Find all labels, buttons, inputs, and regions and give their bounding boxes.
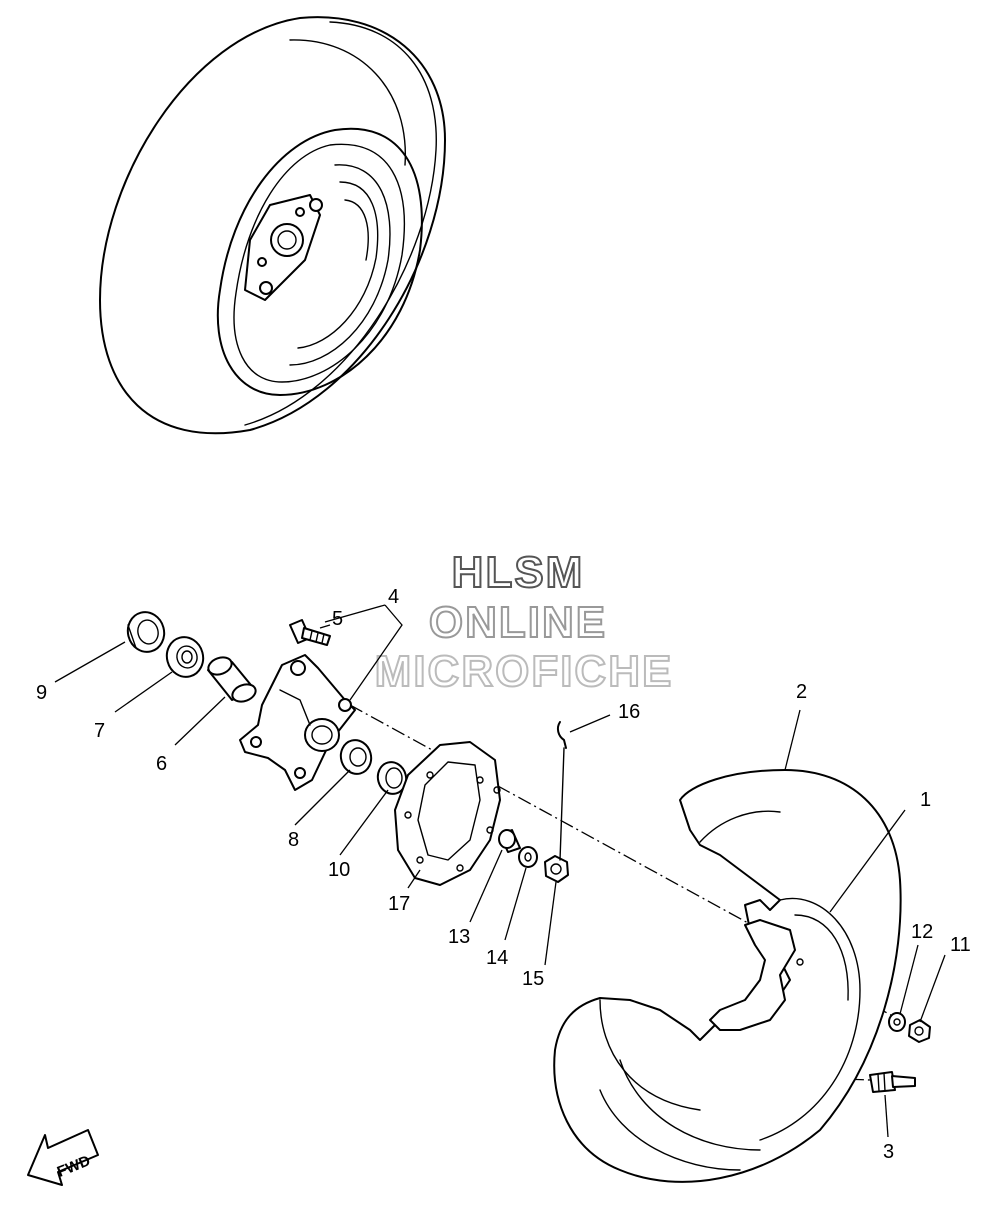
watermark-line-3: MICROFICHE	[375, 647, 674, 696]
callout-17: 17	[388, 893, 410, 915]
assembly-axis-line	[349, 704, 771, 936]
assembled-wheel-illustration	[99, 16, 446, 435]
collar-part-13	[498, 829, 521, 853]
callout-12: 12	[911, 921, 933, 943]
watermark-line-2: ONLINE	[429, 598, 607, 647]
callout-2: 2	[796, 681, 807, 703]
callout-15: 15	[522, 968, 544, 990]
callout-13: 13	[448, 926, 470, 948]
callout-9: 9	[36, 682, 47, 704]
tire-part-2	[553, 769, 902, 1183]
callout-7: 7	[94, 720, 105, 742]
washer-part-14	[518, 846, 538, 868]
oil-seal-part-9	[126, 611, 166, 653]
leader-lines	[54, 604, 946, 1138]
callout-1: 1	[920, 789, 931, 811]
arrow-icon	[27, 1129, 99, 1186]
callout-3: 3	[883, 1141, 894, 1163]
nut-part-15	[544, 855, 569, 883]
watermark-line-1: HLSM	[452, 548, 585, 597]
fwd-direction-arrow: FWD	[27, 1129, 99, 1186]
washer-part-12	[888, 1012, 906, 1032]
watermark: HLSM ONLINE MICROFICHE	[374, 547, 674, 697]
callout-6: 6	[156, 753, 167, 775]
bearing-part-8	[339, 739, 373, 775]
callout-14: 14	[486, 947, 508, 969]
callout-16: 16	[618, 701, 640, 723]
callout-5: 5	[332, 608, 343, 630]
callout-11: 11	[950, 934, 971, 956]
valve-part-3	[869, 1071, 916, 1093]
wheel-rim-part-1	[709, 919, 804, 1031]
callout-labels: 1 2 3 4 5 6 7 8 9 10 11 12 13 14 15 16 1…	[36, 586, 971, 1163]
nut-part-11	[908, 1019, 931, 1043]
brake-disc-part-17	[394, 741, 501, 886]
bolt-part-5	[289, 619, 331, 646]
cotter-pin-part-16	[556, 721, 567, 861]
callout-4: 4	[388, 586, 399, 608]
oil-seal-part-10	[376, 761, 408, 795]
front-hub-part-4	[239, 654, 356, 791]
spacer-part-6	[207, 656, 257, 703]
bearing-part-7	[165, 636, 205, 678]
callout-8: 8	[288, 829, 299, 851]
callout-10: 10	[328, 859, 350, 881]
